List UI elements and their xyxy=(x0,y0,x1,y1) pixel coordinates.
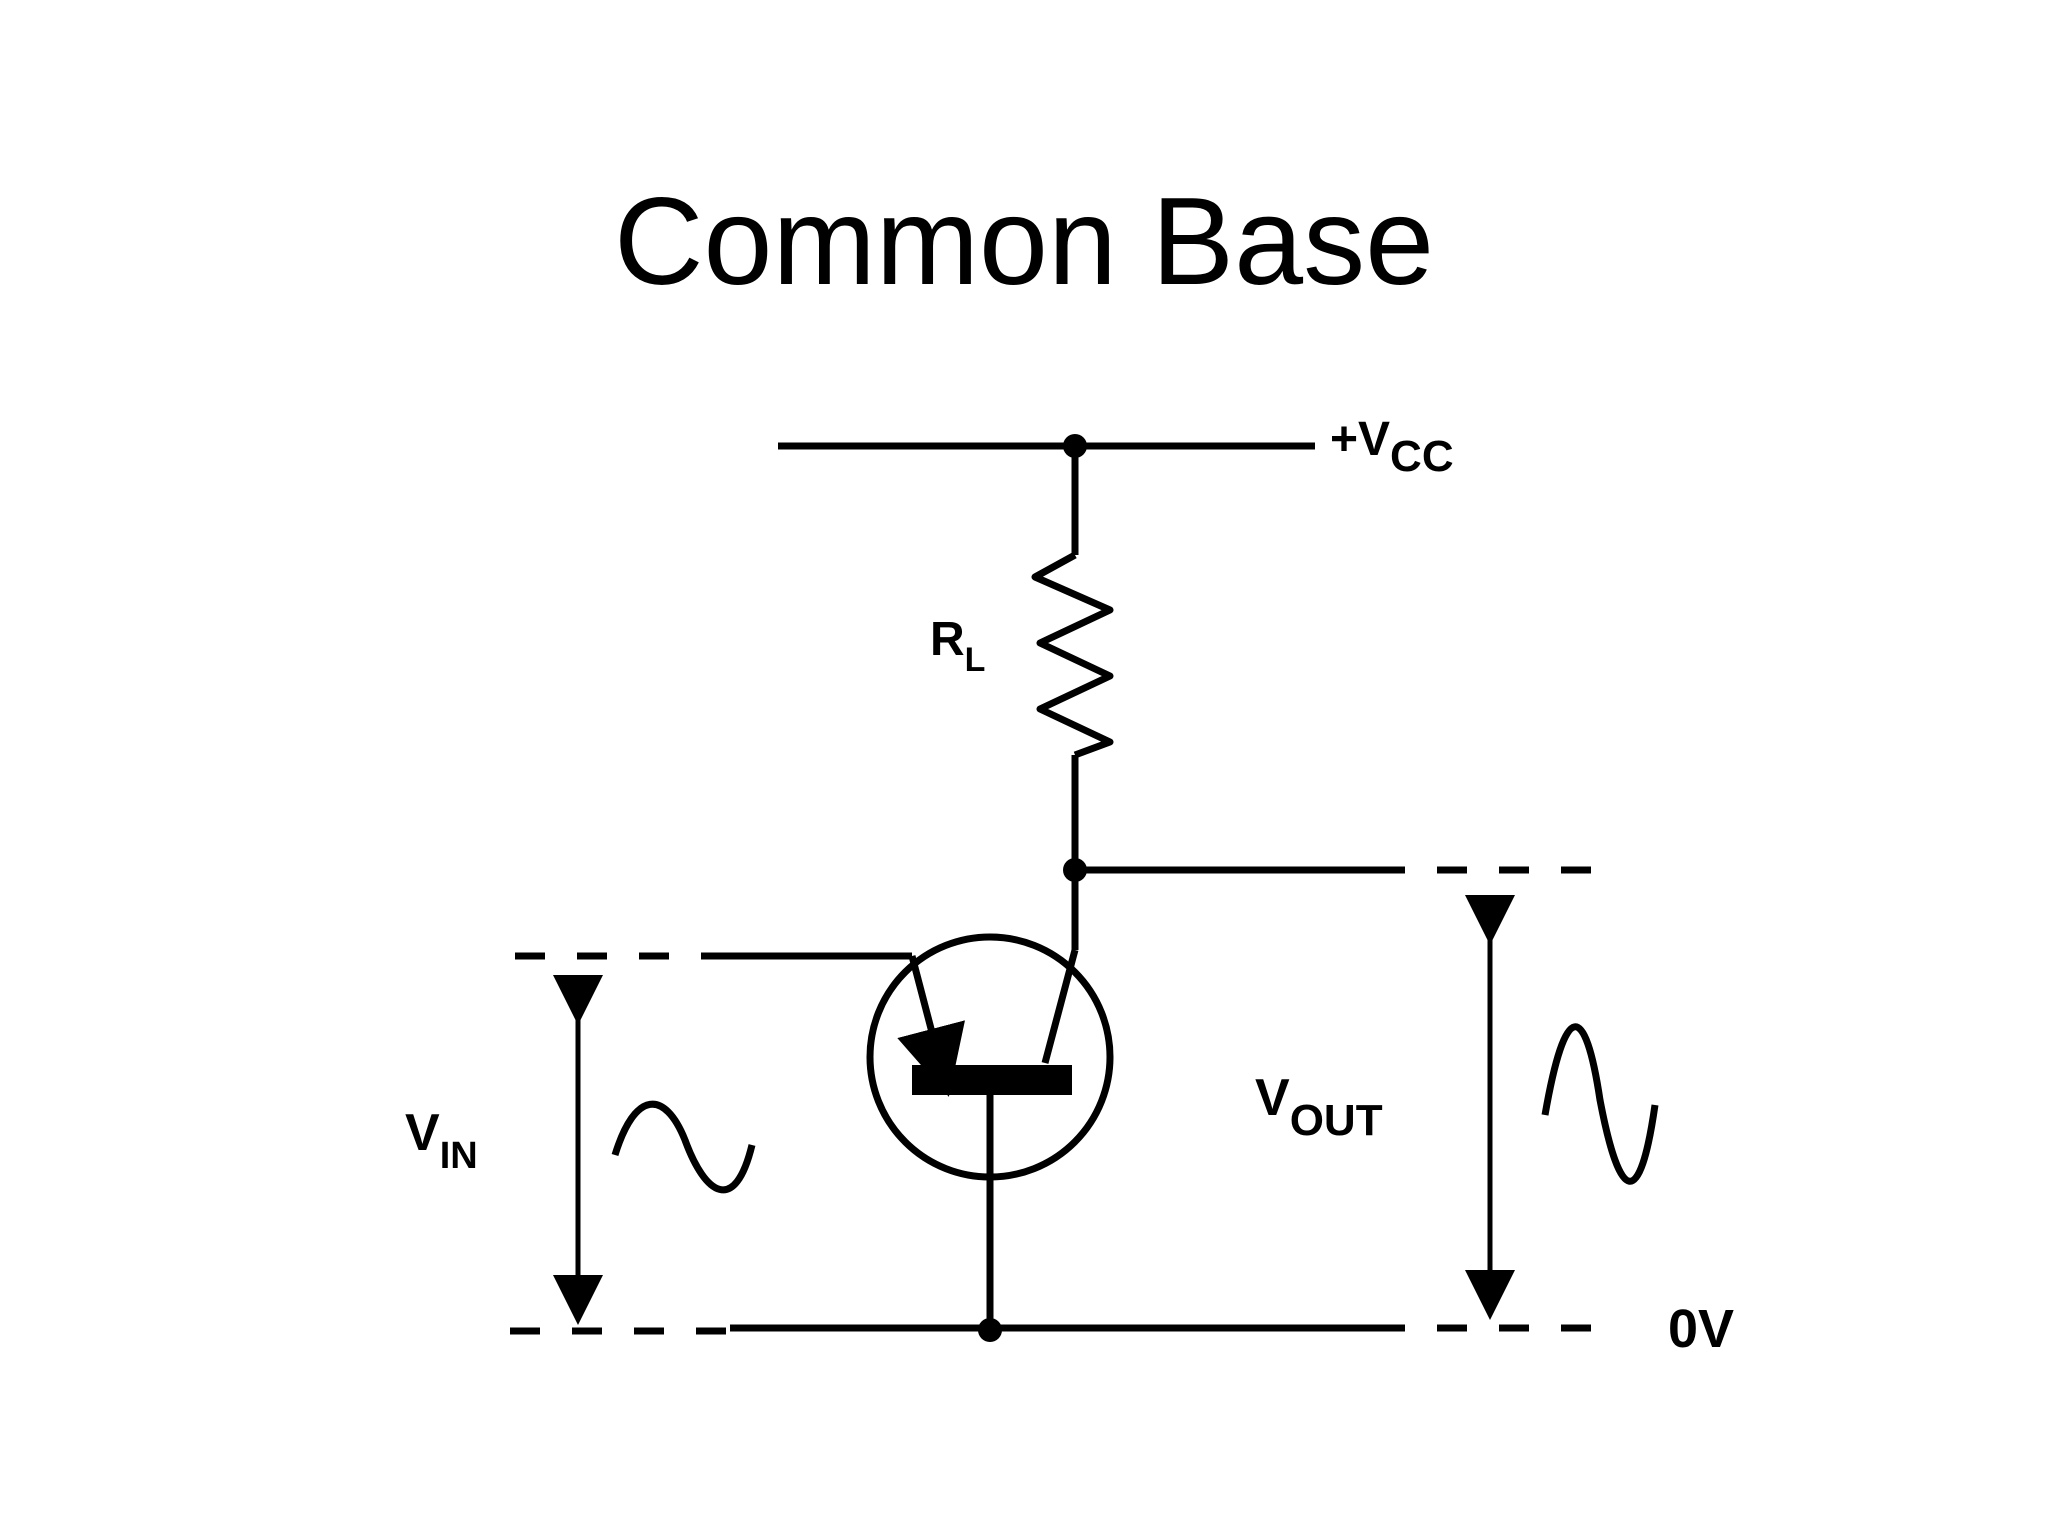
slide-title: Common Base xyxy=(613,173,1435,311)
collector-internal-lead xyxy=(1041,949,1079,1064)
load-resistor-label: RL xyxy=(930,613,985,679)
ground-voltage-label: 0V xyxy=(1668,1299,1734,1359)
input-label-main: V xyxy=(405,1104,440,1162)
output-sine-wave xyxy=(1541,1023,1659,1185)
supply-label-sub: CC xyxy=(1390,432,1454,481)
output-voltage-label: VOUT xyxy=(1255,1069,1383,1145)
emitter-lead xyxy=(897,955,965,1097)
resistor-label-sub: L xyxy=(965,641,986,679)
input-label-sub: IN xyxy=(440,1135,478,1177)
output-label-main: V xyxy=(1255,1069,1290,1127)
resistor-label-main: R xyxy=(930,613,965,666)
junction-dots xyxy=(978,434,1087,1342)
input-voltage-label: VIN xyxy=(405,1104,478,1177)
output-label-sub: OUT xyxy=(1290,1096,1383,1145)
dashed-extensions xyxy=(510,866,1600,1335)
supply-voltage-label: +VCC xyxy=(1330,413,1454,481)
input-sine-wave xyxy=(611,1100,756,1194)
supply-label-main: +V xyxy=(1330,413,1390,466)
transistor-base-bar xyxy=(912,1065,1072,1095)
load-resistor xyxy=(1031,551,1114,759)
